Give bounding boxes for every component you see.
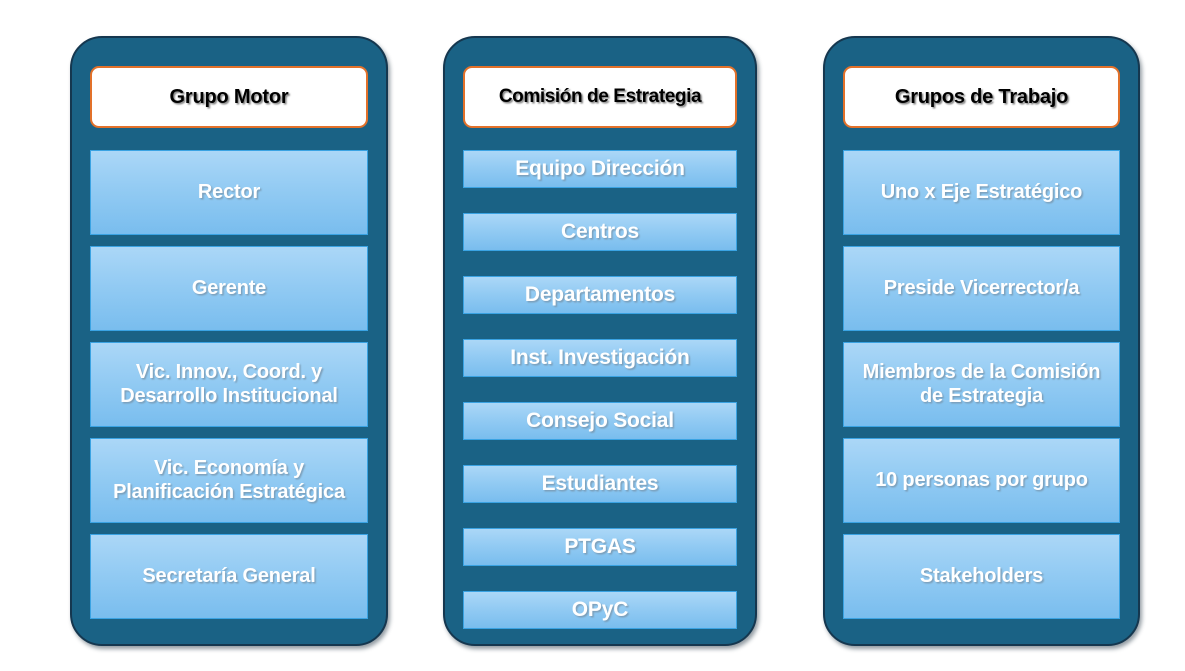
panel-item-list-comision-de-estrategia: Equipo Dirección Centros Departamentos I… xyxy=(463,150,737,629)
panel-header-grupo-motor: Grupo Motor xyxy=(90,66,368,128)
list-item-label: Inst. Investigación xyxy=(510,345,690,369)
list-item: Uno x Eje Estratégico xyxy=(843,150,1120,235)
list-item: Equipo Dirección xyxy=(463,150,737,188)
list-item-label: Rector xyxy=(197,180,261,203)
list-item-label: PTGAS xyxy=(564,534,636,558)
list-item-label: OPyC xyxy=(571,597,629,621)
list-item-label: Miembros de la Comisión de Estrategia xyxy=(862,360,1101,407)
list-item-label: Secretaría General xyxy=(142,564,316,587)
list-item: OPyC xyxy=(463,591,737,629)
list-item-label: Estudiantes xyxy=(541,471,659,495)
list-item-label: Departamentos xyxy=(524,282,676,306)
panel-grupos-de-trabajo: Grupos de Trabajo Uno x Eje Estratégico … xyxy=(823,36,1140,646)
list-item-label: Uno x Eje Estratégico xyxy=(880,180,1083,203)
list-item: Inst. Investigación xyxy=(463,339,737,377)
list-item-label: Centros xyxy=(561,219,639,243)
list-item: 10 personas por grupo xyxy=(843,438,1120,523)
panel-header-label: Grupos de Trabajo xyxy=(894,85,1069,108)
list-item: Miembros de la Comisión de Estrategia xyxy=(843,342,1120,427)
list-item: Preside Vicerrector/a xyxy=(843,246,1120,331)
list-item-label: Consejo Social xyxy=(526,408,674,432)
panel-grupo-motor: Grupo Motor Rector Gerente Vic. Innov., … xyxy=(70,36,388,646)
list-item: Stakeholders xyxy=(843,534,1120,619)
list-item: Rector xyxy=(90,150,368,235)
list-item: Secretaría General xyxy=(90,534,368,619)
list-item: Estudiantes xyxy=(463,465,737,503)
list-item: Departamentos xyxy=(463,276,737,314)
panel-item-list-grupo-motor: Rector Gerente Vic. Innov., Coord. y Des… xyxy=(90,150,368,619)
panel-item-list-grupos-de-trabajo: Uno x Eje Estratégico Preside Vicerrecto… xyxy=(843,150,1120,619)
panel-header-label: Comisión de Estrategia xyxy=(498,86,702,108)
list-item: Vic. Economía y Planificación Estratégic… xyxy=(90,438,368,523)
panel-header-comision-de-estrategia: Comisión de Estrategia xyxy=(463,66,737,128)
list-item: Gerente xyxy=(90,246,368,331)
list-item-label: Stakeholders xyxy=(919,564,1044,587)
list-item-label: Preside Vicerrector/a xyxy=(883,276,1080,299)
panel-comision-de-estrategia: Comisión de Estrategia Equipo Dirección … xyxy=(443,36,757,646)
list-item-label: 10 personas por grupo xyxy=(875,468,1088,491)
list-item-label: Vic. Innov., Coord. y Desarrollo Institu… xyxy=(120,360,338,407)
list-item: PTGAS xyxy=(463,528,737,566)
list-item: Centros xyxy=(463,213,737,251)
list-item: Consejo Social xyxy=(463,402,737,440)
panel-header-label: Grupo Motor xyxy=(169,85,289,108)
panel-header-grupos-de-trabajo: Grupos de Trabajo xyxy=(843,66,1120,128)
list-item: Vic. Innov., Coord. y Desarrollo Institu… xyxy=(90,342,368,427)
list-item-label: Equipo Dirección xyxy=(515,156,685,180)
list-item-label: Vic. Economía y Planificación Estratégic… xyxy=(113,456,345,503)
list-item-label: Gerente xyxy=(191,276,267,299)
